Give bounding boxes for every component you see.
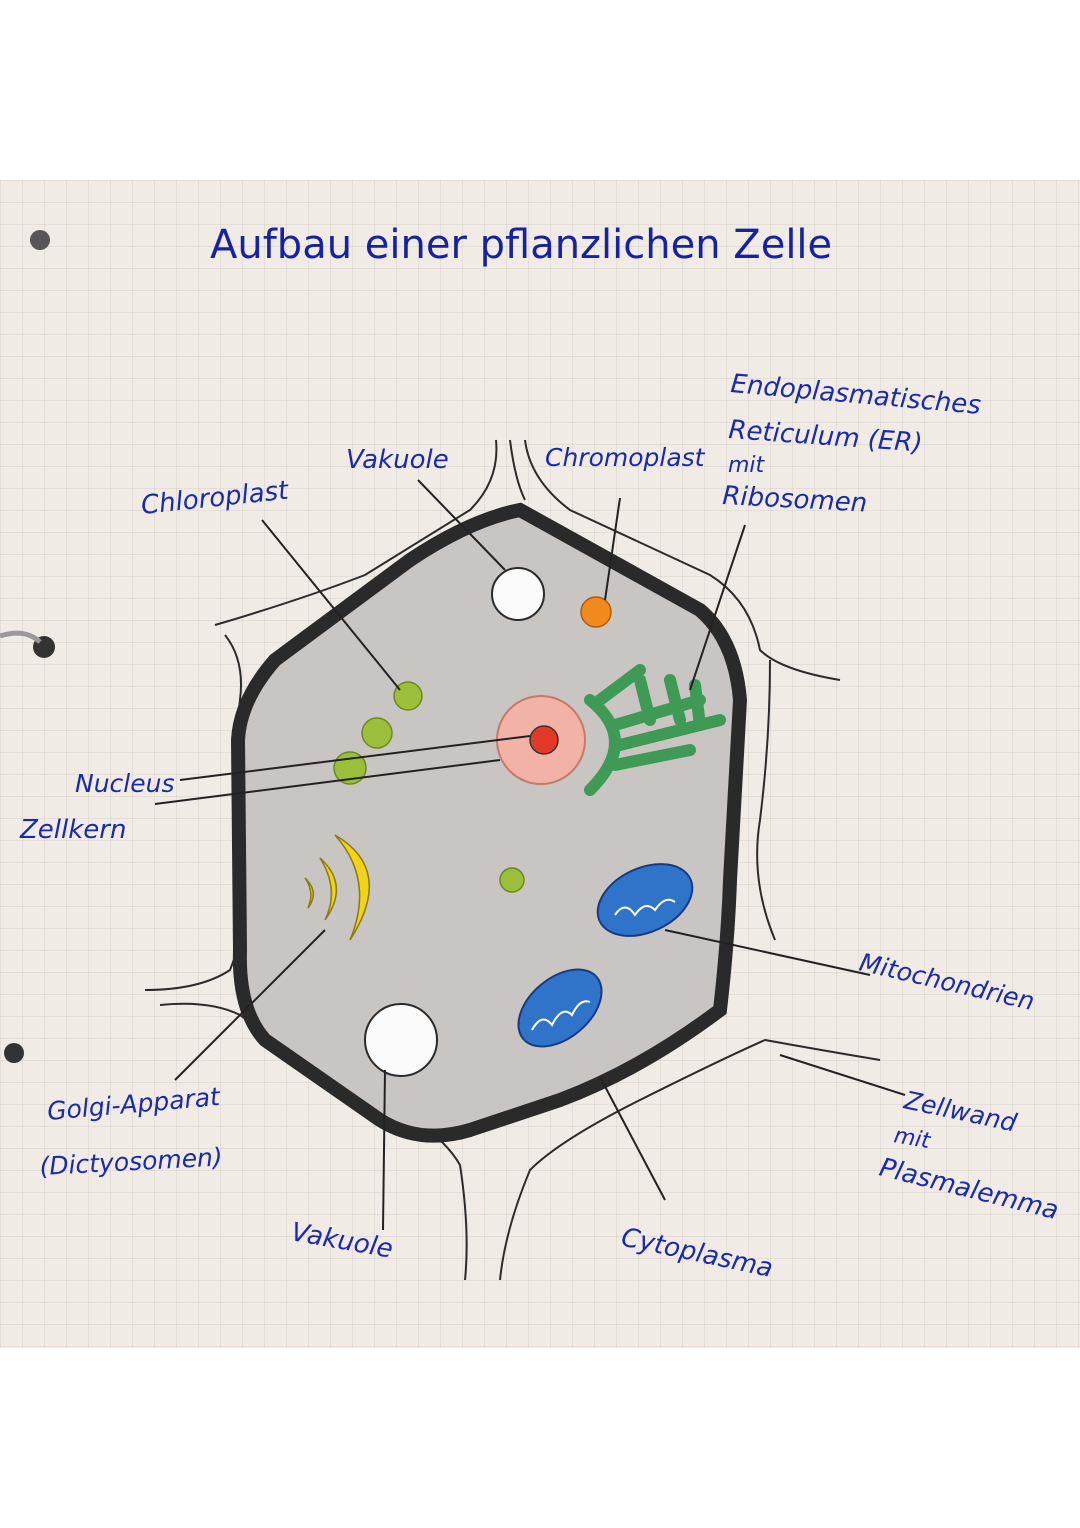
label-golgi-line1: Golgi-Apparat: [46, 1082, 222, 1126]
leader-lines: [154, 479, 906, 1231]
mitochondrion-2: [517, 968, 603, 1048]
binder-hole-3: [4, 1043, 24, 1063]
label-zellwand-line2: mit: [892, 1123, 933, 1154]
chloroplast-4: [499, 867, 525, 893]
mitochondria: [517, 863, 694, 1048]
plant-cell-diagram: Aufbau einer pflanzlichen Zelle: [0, 222, 1062, 1284]
vacuole-top: [491, 567, 545, 621]
mitochondrion-1: [596, 863, 694, 937]
label-mitochondrien: Mitochondrien: [857, 948, 1038, 1016]
label-zellwand-line3: Plasmalemma: [876, 1153, 1061, 1226]
binder-hole-1: [30, 230, 50, 250]
chloroplast-1: [393, 681, 423, 711]
page-title: Aufbau einer pflanzlichen Zelle: [210, 222, 832, 268]
nucleolus: [529, 725, 559, 755]
label-er-line1: Endoplasmatisches: [729, 369, 982, 421]
label-nucleus: Nucleus: [75, 769, 175, 798]
golgi-apparatus: [304, 834, 371, 941]
label-er-line4: Ribosomen: [722, 481, 868, 519]
notebook-photo: Aufbau einer pflanzlichen Zelle: [0, 180, 1080, 1348]
chromoplast: [580, 596, 612, 628]
vacuole-bottom: [364, 1003, 438, 1077]
label-chromoplast: Chromoplast: [545, 443, 706, 472]
label-golgi-line2: (Dictyosomen): [39, 1142, 224, 1181]
binder-ring: [0, 630, 42, 644]
mitochondrion-2-cristae: [531, 1000, 591, 1031]
chloroplast-2: [361, 717, 393, 749]
endoplasmic-reticulum: [584, 664, 726, 796]
label-vakuole-top: Vakuole: [346, 445, 449, 475]
label-er-line3: mit: [728, 453, 766, 478]
label-vakuole-bottom: Vakuole: [289, 1217, 395, 1264]
label-zellkern: Zellkern: [19, 815, 126, 845]
mitochondrion-1-cristae: [614, 898, 676, 917]
label-chloroplast: Chloroplast: [140, 476, 291, 521]
cell-membrane: [230, 502, 748, 1143]
label-cytoplasma: Cytoplasma: [619, 1223, 776, 1284]
